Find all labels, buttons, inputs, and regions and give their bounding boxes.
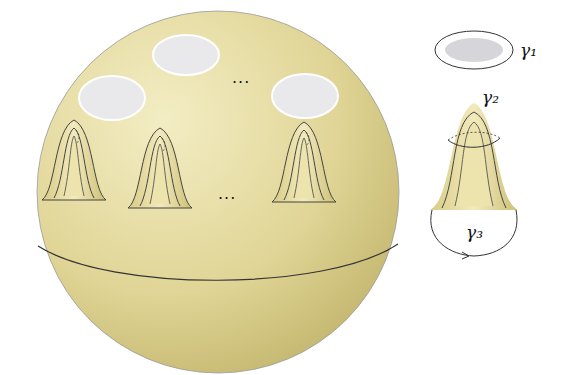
hole	[444, 37, 504, 63]
ellipsis: ...	[232, 70, 250, 86]
handle	[42, 120, 106, 200]
sphere	[37, 11, 399, 373]
hole	[79, 76, 145, 120]
hole	[272, 74, 338, 118]
ellipsis: ...	[218, 186, 236, 202]
handle	[128, 128, 192, 208]
curve	[431, 210, 517, 256]
curve-label: γ₃	[466, 224, 483, 241]
curve-label: γ₂	[482, 89, 499, 106]
handle	[272, 122, 336, 202]
curve-label: γ₁	[520, 42, 537, 59]
curve	[435, 31, 513, 69]
hole	[153, 35, 219, 75]
equator	[38, 244, 398, 280]
